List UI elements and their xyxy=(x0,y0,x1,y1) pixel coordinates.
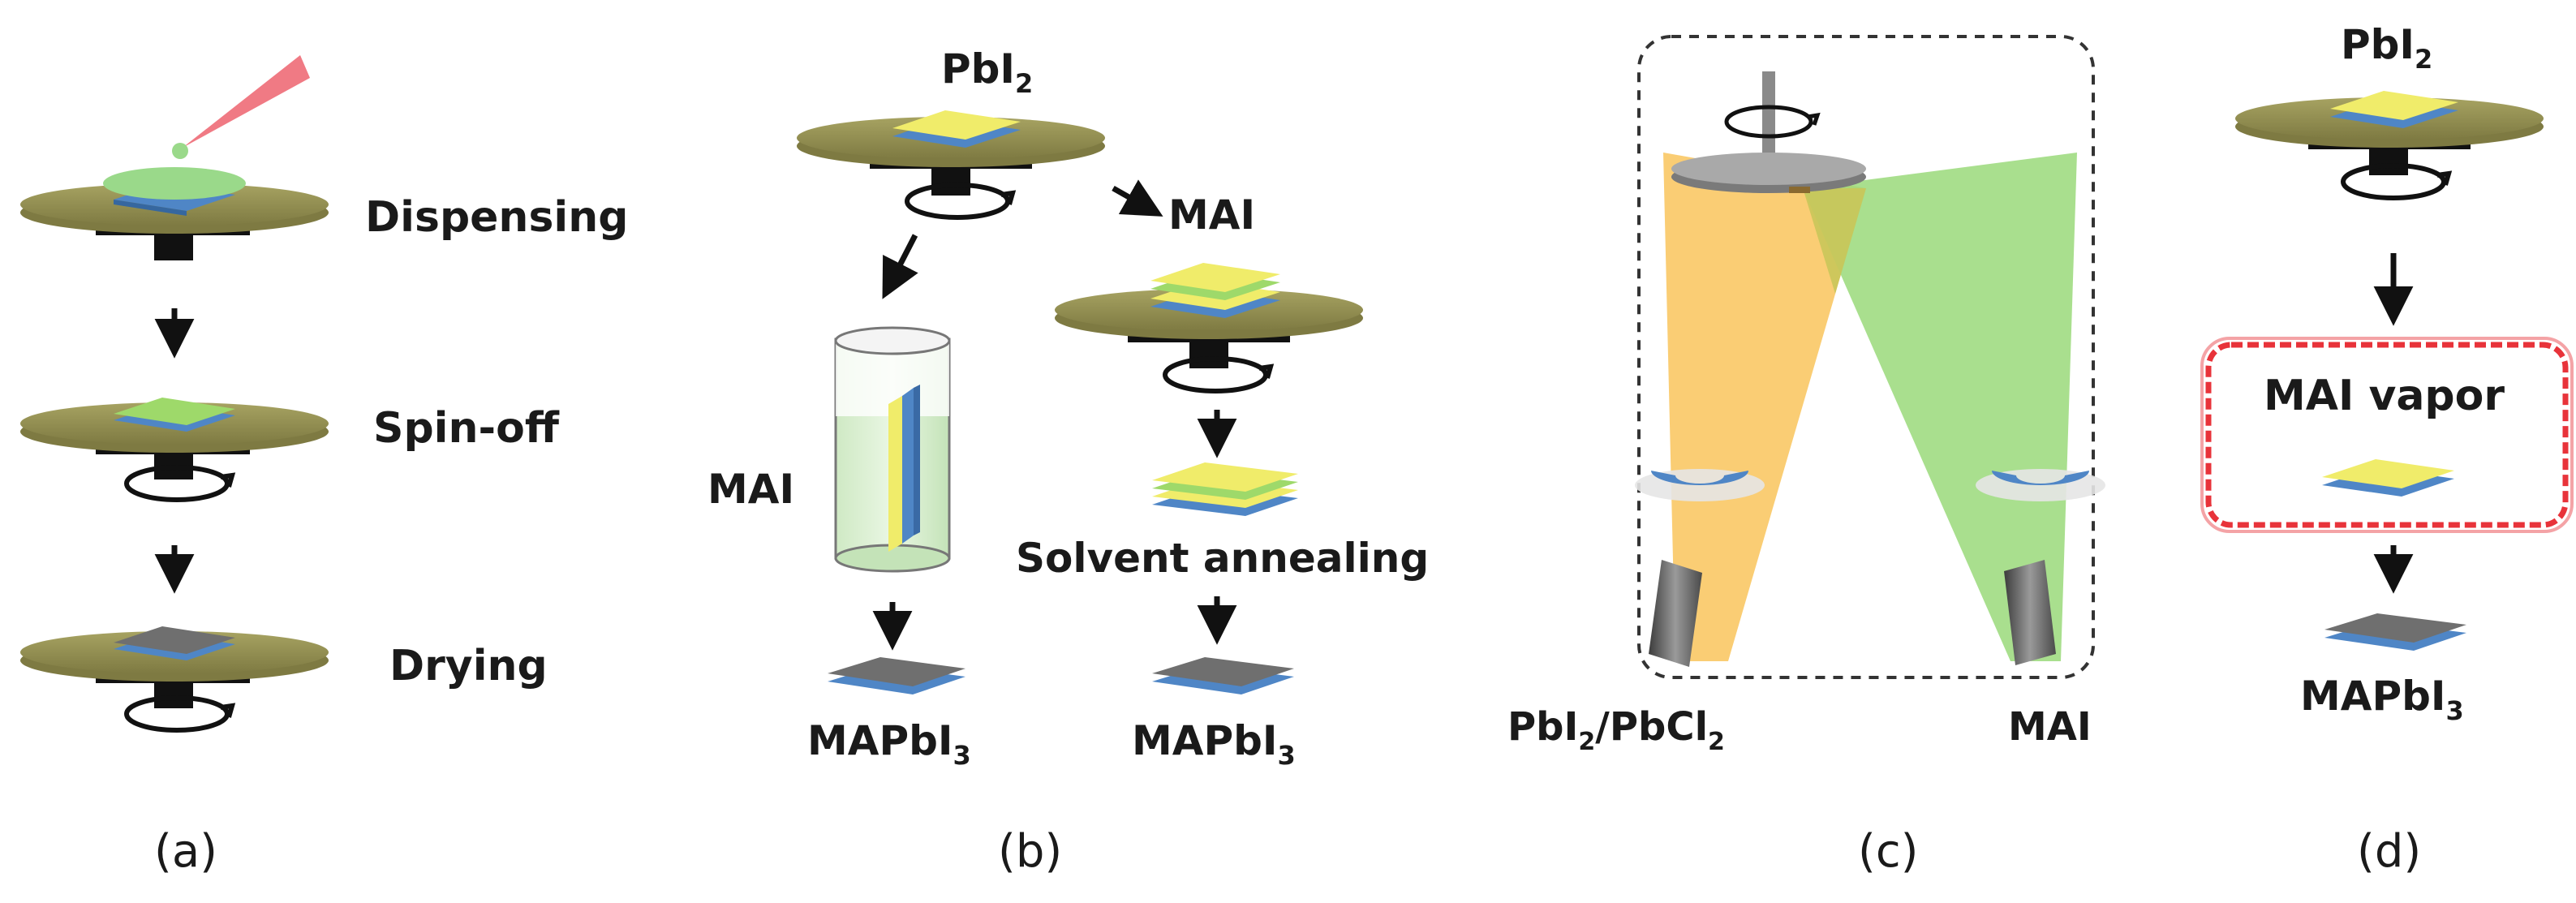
step-drying: Drying xyxy=(389,642,548,690)
mai-vapor-label: MAI vapor xyxy=(2264,372,2505,420)
nozzle-left xyxy=(1649,560,1702,667)
pbi2-label-b: PbI2 xyxy=(941,45,1033,99)
panel-c: PbI2/PbCl2 MAI (c) xyxy=(1507,35,2105,878)
mapbi3-label-d: MAPbI3 xyxy=(2300,673,2464,726)
beam-overlap xyxy=(1803,188,1866,294)
spin-coater-pbi2-b xyxy=(797,110,1105,220)
vapor-film xyxy=(2322,459,2454,497)
solvent-annealing-label: Solvent annealing xyxy=(1016,535,1429,582)
mapbi3-label-b-left: MAPbI3 xyxy=(807,717,971,771)
panel-a: Dispensing Spin-off Drying (a) xyxy=(20,55,628,878)
spin-coater-dispensing xyxy=(20,167,329,260)
rotating-holder xyxy=(1671,71,1866,193)
panel-d: PbI2 MAI vapor MAPbI3 (d) xyxy=(2200,21,2574,878)
mapbi3-film-b-right xyxy=(1152,657,1294,694)
pipette-tip xyxy=(183,55,310,148)
mai-label-top: MAI xyxy=(1168,191,1255,239)
shutter-right xyxy=(1976,469,2105,501)
beam-orange xyxy=(1663,153,1866,661)
mapbi3-film-b-left xyxy=(828,657,965,694)
spin-coater-pbi2-d xyxy=(2235,91,2544,200)
arrow-b-to-mai xyxy=(1112,179,1163,217)
nozzle-right xyxy=(2004,560,2056,665)
panel-b: PbI2 MAI MAI MA xyxy=(707,45,1429,878)
drop xyxy=(172,143,188,159)
annealing-film-stack xyxy=(1152,462,1298,516)
arrow-b-to-beaker xyxy=(882,234,918,299)
source-left-label: PbI2/PbCl2 xyxy=(1507,704,1725,756)
panel-b-label: (b) xyxy=(998,825,1062,878)
panel-a-label: (a) xyxy=(154,825,217,878)
step-spin-off: Spin-off xyxy=(373,404,560,453)
spin-coater-spin-off xyxy=(20,398,329,502)
panel-d-label: (d) xyxy=(2357,825,2421,878)
spin-coater-drying xyxy=(20,626,329,733)
panel-c-label: (c) xyxy=(1858,825,1918,878)
spin-coater-mai-b xyxy=(1055,263,1363,393)
shutter-left xyxy=(1635,469,1765,501)
pbi2-label-d: PbI2 xyxy=(2341,21,2432,75)
beaker xyxy=(834,326,951,573)
mapbi3-film-d xyxy=(2324,613,2466,651)
mapbi3-label-b-right: MAPbI3 xyxy=(1132,717,1296,771)
mai-vapor-box xyxy=(2205,342,2569,528)
beam-green xyxy=(1803,153,2077,661)
step-dispensing: Dispensing xyxy=(365,193,628,242)
source-right-label: MAI xyxy=(2008,704,2092,750)
mai-label-beaker: MAI xyxy=(707,466,794,513)
